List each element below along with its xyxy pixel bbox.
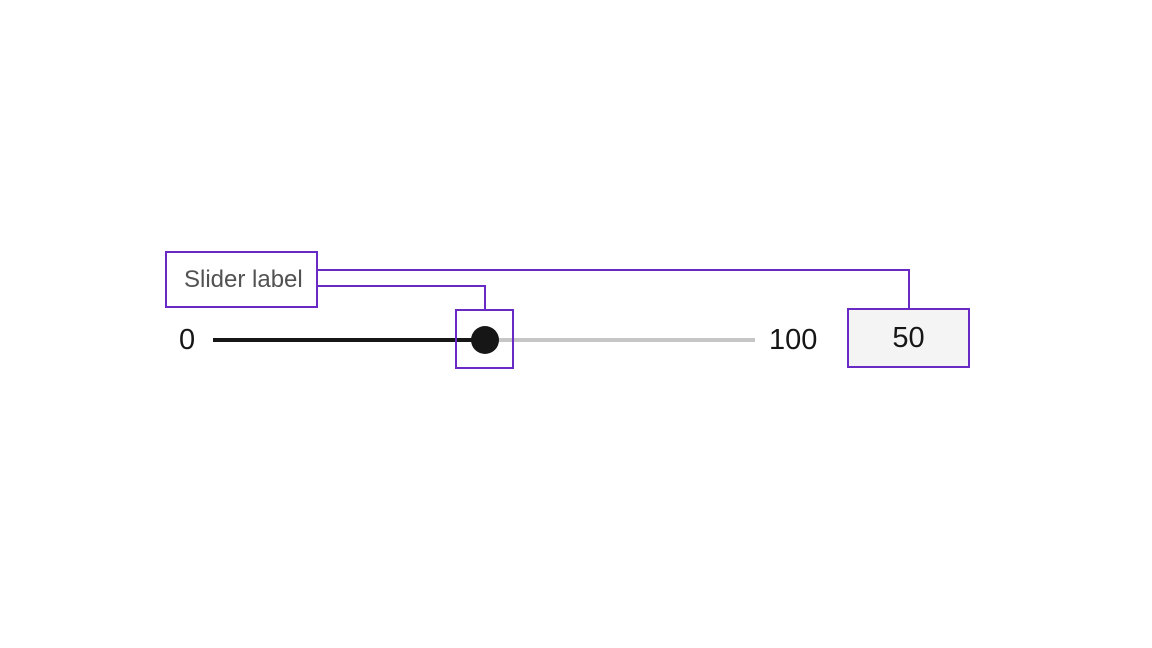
slider-value-text: 50 <box>892 321 925 354</box>
slider-label: Slider label <box>184 265 303 293</box>
slider-handle-annotation-box <box>455 309 514 369</box>
slider-handle[interactable] <box>471 326 499 354</box>
slider-label-annotation-box: Slider label <box>165 251 318 308</box>
slider-value-input[interactable]: 50 <box>847 308 970 368</box>
annotation-line-to-handle <box>318 285 486 309</box>
slider-track-filled[interactable] <box>213 338 485 342</box>
slider-min-label: 0 <box>179 324 196 356</box>
annotation-line-to-value-input <box>318 269 910 308</box>
slider-max-label: 100 <box>769 324 818 356</box>
